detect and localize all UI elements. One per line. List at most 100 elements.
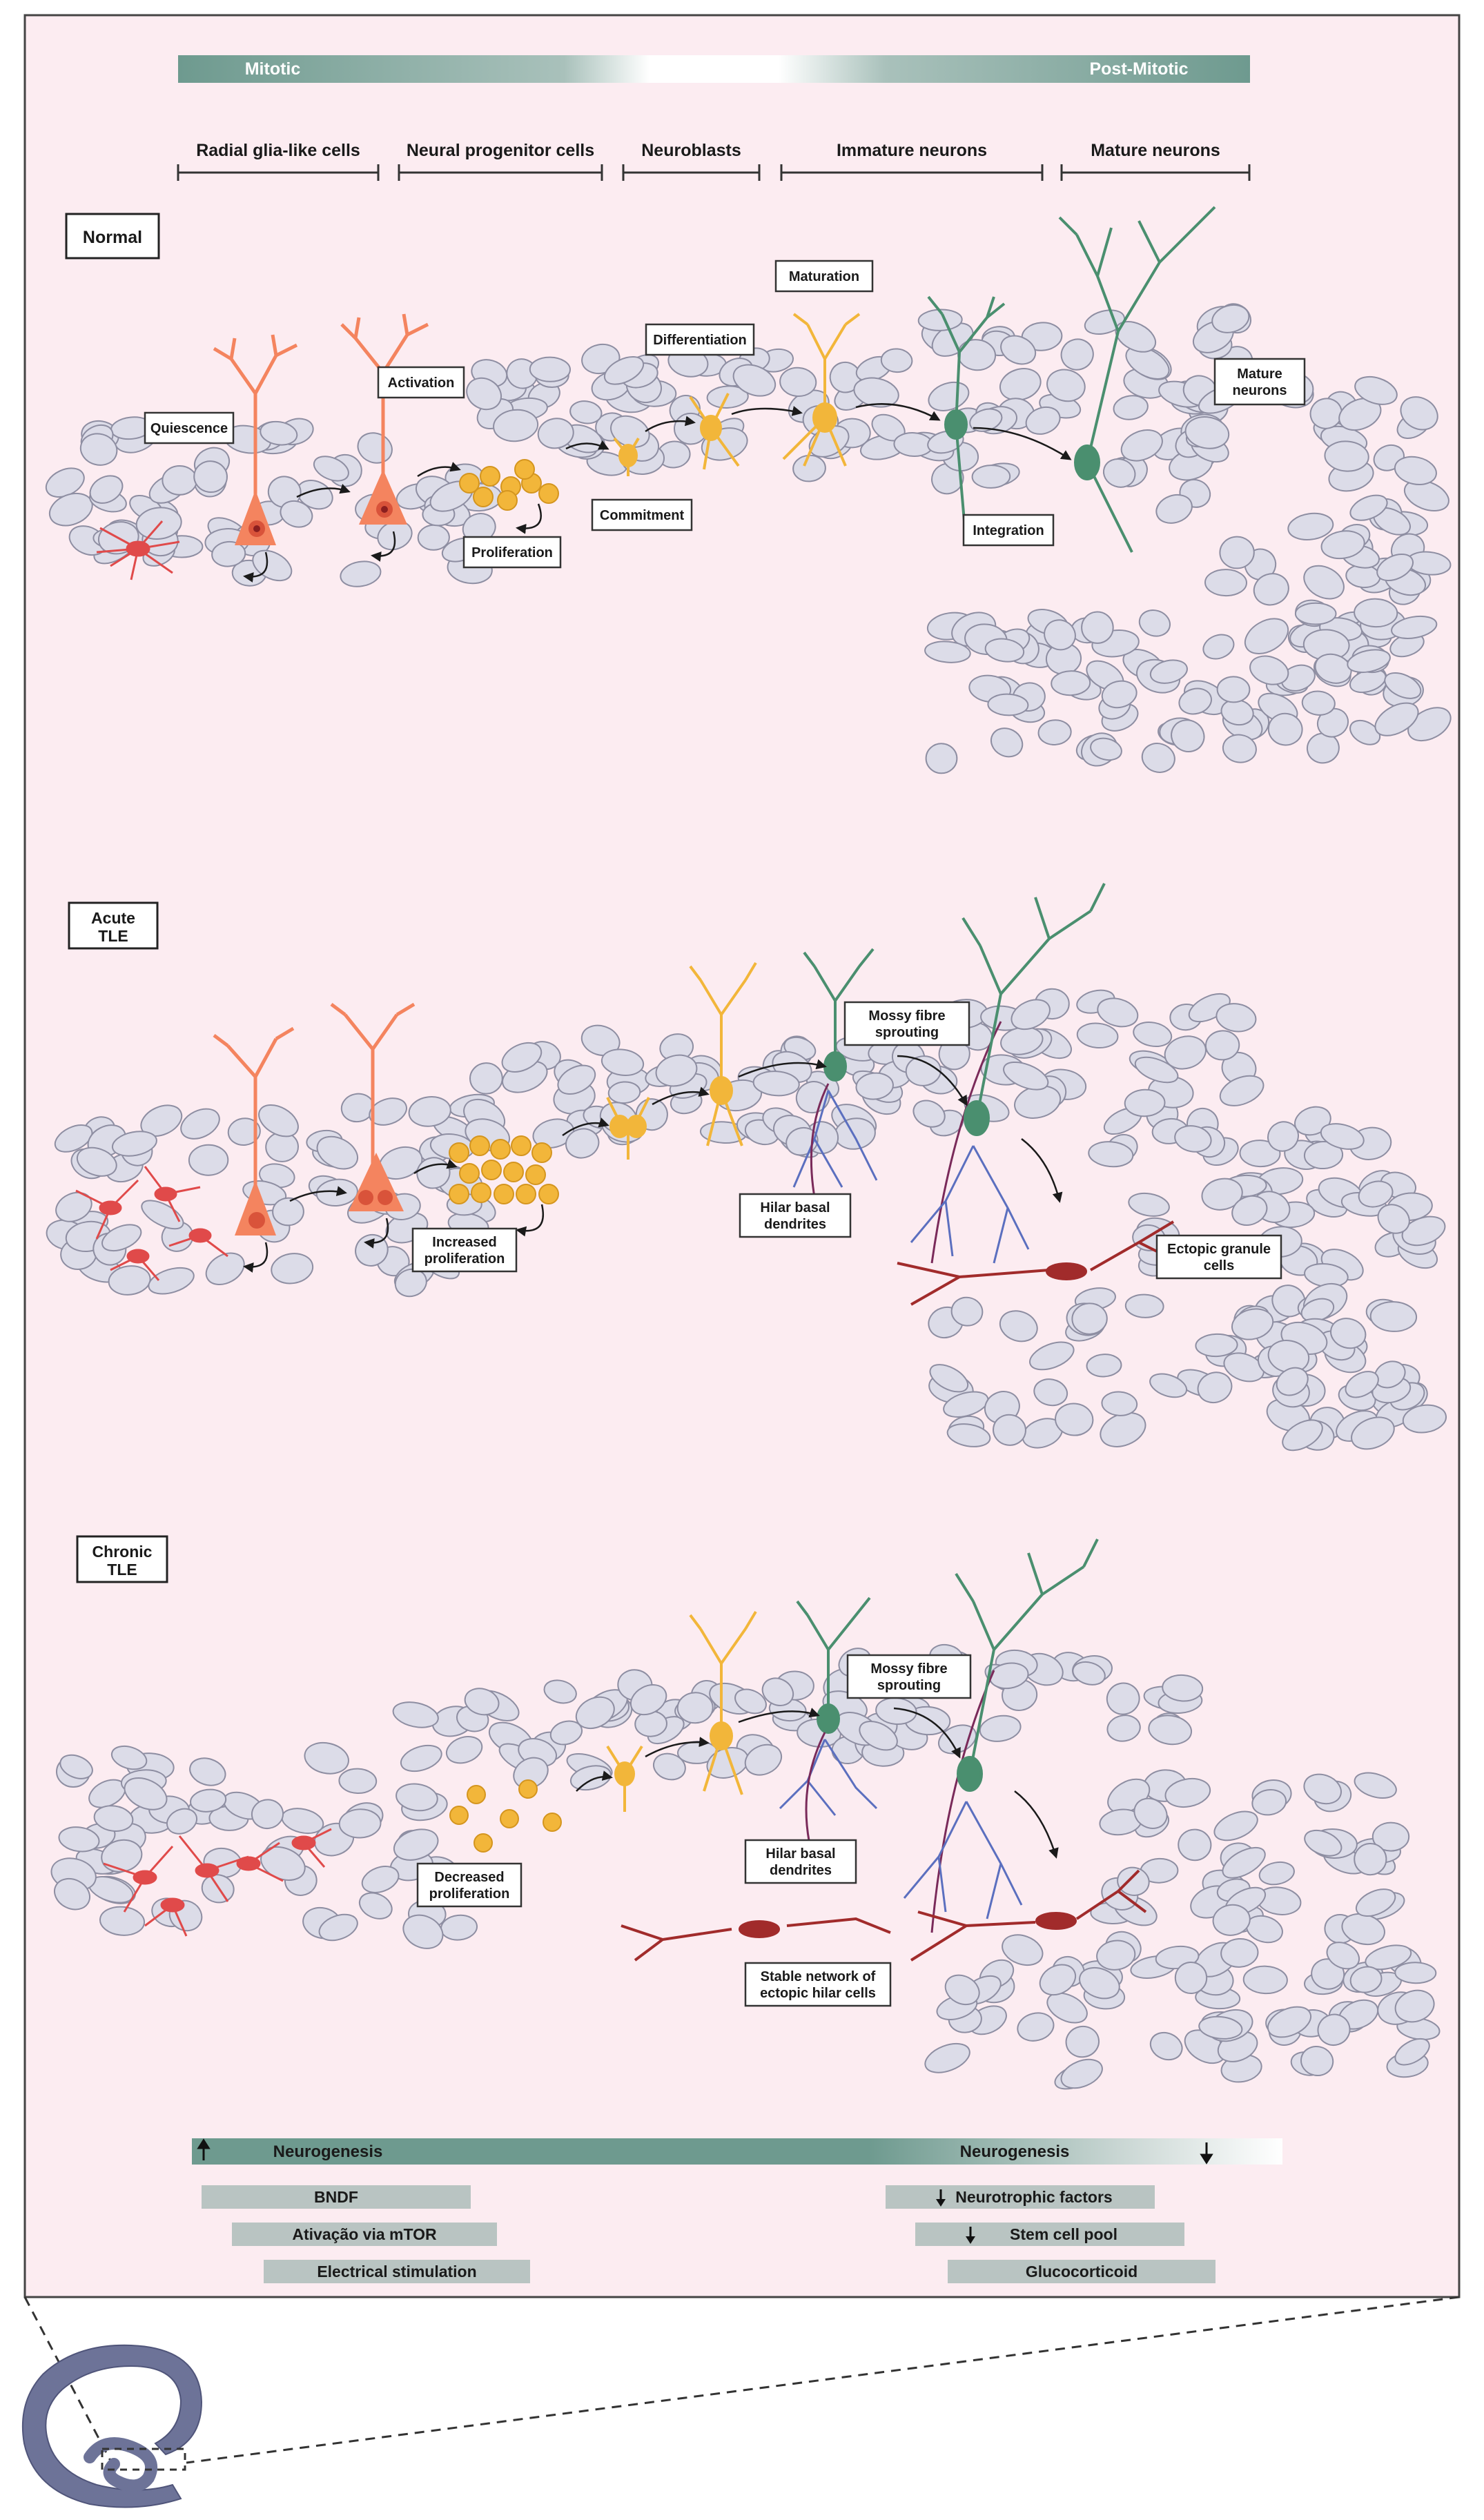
granule-cell — [1149, 2031, 1183, 2061]
granule-cell — [393, 1828, 439, 1861]
panel-title-normal: Normal — [83, 228, 142, 247]
progenitor-cluster — [449, 1779, 562, 1853]
factor-increase: Ativação via mTOR — [232, 2223, 497, 2246]
granule-cell — [652, 1752, 686, 1781]
stage-header: Immature neurons — [780, 141, 1044, 181]
granule-cell — [1371, 1821, 1410, 1852]
stage-label: Immature neurons — [837, 141, 987, 160]
granule-cell — [1355, 1888, 1396, 1917]
callout-box — [645, 323, 755, 356]
factor-bar — [232, 2223, 497, 2246]
granule-cell — [1407, 707, 1452, 742]
granule-cell — [1113, 395, 1149, 420]
granule-cell — [1133, 1797, 1168, 1829]
granule-cell — [761, 1677, 794, 1706]
granule-cell — [1249, 655, 1289, 685]
granule-cell — [1215, 1003, 1257, 1033]
granule-cell — [855, 1072, 894, 1100]
callout-box — [774, 260, 874, 293]
callout-text: Hilar basal — [765, 1846, 835, 1862]
callout-box — [1155, 1234, 1282, 1280]
granule-cell — [1000, 335, 1037, 365]
granule-cell — [575, 1696, 615, 1730]
granule-cell — [1174, 1125, 1212, 1153]
granule-cell — [999, 1310, 1038, 1342]
down-arrow-icon — [1200, 2142, 1213, 2165]
factor-bar — [886, 2185, 1155, 2209]
neuroblast-pair — [606, 1097, 650, 1160]
granule-cell — [1141, 743, 1175, 773]
granule-cell — [601, 1048, 645, 1076]
granule-cell — [201, 1874, 235, 1904]
factor-increase: Electrical stimulation — [264, 2260, 530, 2283]
granule-cell — [1039, 1964, 1077, 1996]
granule-cell — [260, 420, 298, 446]
granule-cell — [779, 367, 817, 398]
radial-glia-cell — [330, 1002, 416, 1211]
callout-text: Maturation — [789, 269, 859, 284]
granule-cell — [565, 1128, 600, 1159]
granule-cell — [416, 1157, 451, 1189]
hippocampus-shape — [21, 2344, 203, 2508]
granule-cell — [1171, 719, 1205, 752]
factor-increase: BNDF — [202, 2185, 471, 2209]
granule-cell — [1351, 1416, 1395, 1450]
granule-cell — [1267, 712, 1303, 746]
factor-label: BNDF — [314, 2188, 358, 2206]
hilar-basal-dendrites — [903, 1801, 1023, 1920]
granule-cell — [1304, 1829, 1343, 1857]
panel-title-chronic-line2: TLE — [107, 1561, 137, 1579]
granule-cell — [1029, 1341, 1075, 1371]
callout-text: Differentiation — [653, 333, 747, 348]
granule-cell — [1102, 458, 1136, 488]
granule-cell — [1097, 997, 1139, 1028]
granule-cell — [304, 1741, 349, 1775]
callout-text: Increased — [432, 1235, 496, 1250]
granule-cell — [1365, 1944, 1412, 1971]
granule-cell — [358, 1892, 393, 1920]
immature-neuron-yellow — [689, 1610, 757, 1795]
granule-cell — [1076, 1022, 1119, 1049]
granule-cell — [272, 1197, 304, 1227]
granule-cell — [979, 1715, 1022, 1742]
callout-text: Activation — [388, 375, 455, 391]
granule-cell — [1101, 1391, 1138, 1416]
granule-cell — [1294, 602, 1337, 625]
down-arrow-icon — [966, 2227, 975, 2244]
callout-box — [1213, 358, 1306, 406]
ectopic-hilar-cell — [910, 1869, 1147, 1962]
granule-cell — [1134, 1056, 1179, 1084]
granule-cell — [752, 1071, 800, 1097]
granule-cell — [950, 1296, 984, 1327]
granule-cell — [993, 1414, 1026, 1446]
granule-cell — [108, 1265, 151, 1296]
granule-cell — [445, 1736, 483, 1764]
granule-cell — [1301, 690, 1336, 716]
granule-cell — [54, 1877, 90, 1911]
ectopic-granule-cell — [897, 1220, 1175, 1306]
stage-label: Radial glia-like cells — [196, 141, 360, 160]
granule-cell — [1258, 1861, 1295, 1886]
granule-cell — [1096, 1940, 1136, 1971]
granule-cell — [1242, 1965, 1288, 1995]
panel-title-acute: Acute — [91, 909, 135, 927]
granule-cell — [227, 1117, 261, 1146]
stage-header: Neuroblasts — [622, 141, 761, 181]
granule-cell — [1338, 398, 1382, 431]
panel-acute: Acute TLE — [68, 883, 1282, 1306]
granule-cell — [1201, 1178, 1243, 1211]
granule-cell — [1002, 1934, 1044, 1966]
granule-cell — [990, 727, 1024, 758]
granule-cell — [1330, 1318, 1367, 1349]
panel-title-box — [65, 213, 160, 260]
granule-cell — [1125, 346, 1170, 380]
callout-box — [744, 1962, 892, 2007]
granule-cell — [1374, 702, 1419, 736]
granule-cell — [1178, 1828, 1212, 1862]
granule-cell — [1106, 1715, 1141, 1742]
callout-label: Integration — [962, 514, 1055, 547]
